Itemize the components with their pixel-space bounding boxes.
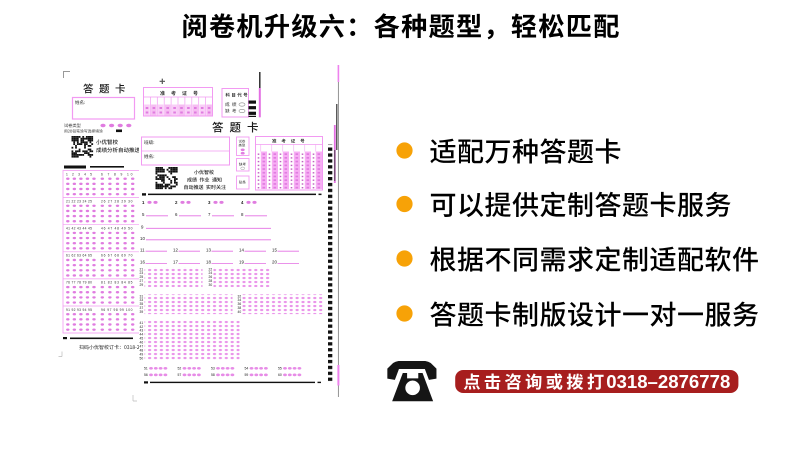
svg-text:0318–2876778: 0318–2876778: [606, 371, 730, 392]
svg-text:38: 38: [238, 306, 242, 310]
svg-text:56: 56: [144, 373, 148, 377]
svg-text:24: 24: [209, 271, 213, 275]
svg-text:2: 2: [175, 200, 178, 205]
svg-text:18: 18: [206, 260, 211, 265]
svg-text:47: 47: [140, 345, 144, 349]
svg-text:1: 1: [142, 200, 145, 205]
svg-text:96 97 98 99 100: 96 97 98 99 100: [101, 308, 133, 312]
svg-text:51: 51: [144, 367, 148, 371]
svg-text:42: 42: [140, 325, 144, 329]
svg-text:5: 5: [142, 212, 145, 217]
svg-text:20: 20: [272, 260, 277, 265]
svg-text:1 2 3 4 5: 1 2 3 4 5: [66, 172, 92, 176]
svg-text:9: 9: [141, 225, 144, 230]
svg-text:43: 43: [140, 329, 144, 333]
svg-text:34: 34: [238, 298, 242, 302]
svg-text:46: 46: [140, 341, 144, 345]
svg-text:13: 13: [206, 248, 211, 253]
svg-text:58: 58: [211, 373, 215, 377]
svg-text:60: 60: [278, 373, 282, 377]
svg-text:91 92 93 94 95: 91 92 93 94 95: [66, 308, 92, 312]
svg-text:19: 19: [239, 260, 244, 265]
svg-text:26 27 28 29 30: 26 27 28 29 30: [101, 199, 133, 203]
svg-text:45: 45: [140, 337, 144, 341]
svg-text:21: 21: [140, 267, 144, 271]
svg-text:32: 32: [238, 294, 242, 298]
svg-text:53: 53: [211, 367, 215, 371]
svg-text:29: 29: [140, 283, 144, 287]
svg-text:16: 16: [140, 260, 145, 265]
svg-text:7: 7: [208, 212, 211, 217]
svg-text:10: 10: [140, 236, 145, 241]
svg-text:48: 48: [140, 348, 144, 352]
svg-text:11: 11: [140, 248, 145, 253]
svg-text:35: 35: [140, 302, 144, 306]
svg-text:59: 59: [245, 373, 249, 377]
svg-text:76 77 78 79 80: 76 77 78 79 80: [66, 281, 92, 285]
svg-text:33: 33: [140, 298, 144, 302]
svg-text:52: 52: [178, 367, 182, 371]
svg-text:15: 15: [272, 248, 277, 253]
svg-text:6 7 8 9 10: 6 7 8 9 10: [101, 172, 133, 176]
svg-text:3: 3: [208, 200, 211, 205]
svg-text:57: 57: [178, 373, 182, 377]
svg-text:49: 49: [140, 352, 144, 356]
svg-text:21 22 23 24 25: 21 22 23 24 25: [66, 199, 92, 203]
svg-text:44: 44: [140, 333, 144, 337]
svg-text:81 82 83 84 85: 81 82 83 84 85: [101, 281, 133, 285]
svg-text:22: 22: [209, 267, 213, 271]
svg-text:14: 14: [239, 248, 244, 253]
svg-text:39: 39: [140, 310, 144, 314]
svg-text:55: 55: [278, 367, 282, 371]
svg-text:12: 12: [173, 248, 178, 253]
svg-text:26: 26: [209, 275, 213, 279]
svg-text:50: 50: [140, 356, 144, 360]
svg-text:30: 30: [209, 283, 213, 287]
svg-text:37: 37: [140, 306, 144, 310]
svg-text:4: 4: [241, 200, 244, 205]
svg-text:54: 54: [245, 367, 249, 371]
svg-text:17: 17: [173, 260, 178, 265]
svg-text:23: 23: [140, 271, 144, 275]
svg-text:40: 40: [238, 310, 242, 314]
svg-text:46 47 48 49 50: 46 47 48 49 50: [101, 227, 133, 231]
svg-text:25: 25: [140, 275, 144, 279]
svg-text:61 62 63 64 65: 61 62 63 64 65: [66, 254, 92, 258]
svg-text:41: 41: [140, 321, 144, 325]
svg-text:31: 31: [140, 294, 144, 298]
svg-text:28: 28: [209, 279, 213, 283]
svg-text:41 42 43 44 45: 41 42 43 44 45: [66, 227, 92, 231]
svg-text:66 67 68 69 70: 66 67 68 69 70: [101, 254, 133, 258]
svg-text:8: 8: [241, 212, 244, 217]
svg-text:36: 36: [238, 302, 242, 306]
svg-text:27: 27: [140, 279, 144, 283]
svg-text:6: 6: [175, 212, 178, 217]
